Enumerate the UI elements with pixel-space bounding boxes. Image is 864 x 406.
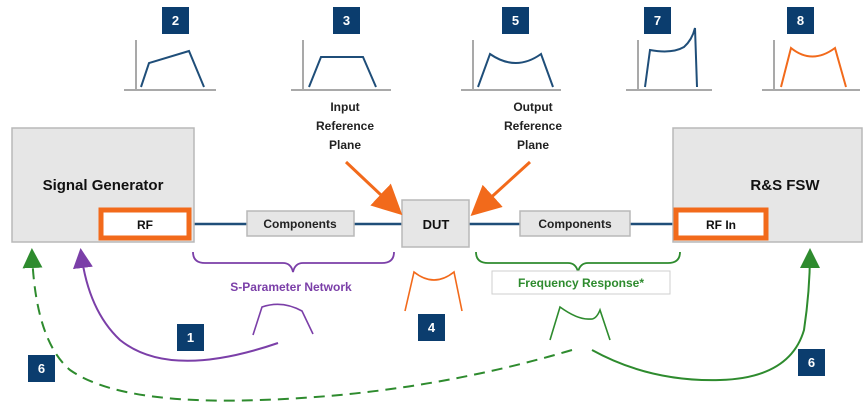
step-badge-6-left: 6 bbox=[28, 355, 55, 382]
svg-text:8: 8 bbox=[797, 13, 804, 28]
response-icon-5 bbox=[461, 40, 561, 91]
step-badge-5: 5 bbox=[502, 7, 529, 34]
svg-text:2: 2 bbox=[172, 13, 179, 28]
svg-text:6: 6 bbox=[38, 361, 45, 376]
components-right-label: Components bbox=[538, 217, 612, 231]
response-icon-8 bbox=[762, 40, 860, 91]
sparam-label: S-Parameter Network bbox=[230, 280, 352, 294]
step-badge-1: 1 bbox=[177, 324, 204, 351]
svg-text:3: 3 bbox=[343, 13, 350, 28]
frequency-response-bracket bbox=[475, 251, 681, 273]
step-6-solid-arrow bbox=[591, 248, 820, 382]
dut-response-curve bbox=[404, 270, 463, 312]
frequency-response-box bbox=[491, 270, 671, 295]
step-1-arrow bbox=[72, 248, 279, 362]
dut-box: DUT bbox=[401, 199, 470, 248]
rf-in-port-label: RF In bbox=[706, 218, 736, 232]
svg-text:Plane: Plane bbox=[329, 138, 361, 152]
response-icon-7 bbox=[626, 27, 712, 91]
analyzer-title: R&S FSW bbox=[750, 177, 820, 194]
output-plane-arrow bbox=[470, 160, 532, 217]
svg-text:6: 6 bbox=[808, 355, 815, 370]
step-badge-8: 8 bbox=[787, 7, 814, 34]
components-left-label: Components bbox=[263, 217, 337, 231]
signal-generator-title: Signal Generator bbox=[43, 177, 164, 194]
step-badge-7: 7 bbox=[644, 7, 671, 34]
analyzer-box: R&S FSW RF In bbox=[672, 127, 863, 243]
svg-text:Reference: Reference bbox=[504, 119, 562, 133]
svg-text:5: 5 bbox=[512, 13, 519, 28]
sparam-bracket bbox=[192, 251, 395, 273]
frequency-response-curve bbox=[549, 305, 611, 341]
sparam-response-curve bbox=[252, 303, 314, 336]
dut-label: DUT bbox=[423, 217, 450, 232]
step-badge-4: 4 bbox=[418, 314, 445, 341]
step-6-dashed-arrow bbox=[22, 248, 573, 402]
svg-text:7: 7 bbox=[654, 13, 661, 28]
components-right-box: Components bbox=[519, 210, 631, 237]
svg-text:Reference: Reference bbox=[316, 119, 374, 133]
components-left-box: Components bbox=[246, 210, 355, 237]
response-icon-3 bbox=[291, 40, 391, 91]
step-badge-2: 2 bbox=[162, 7, 189, 34]
signal-generator-box: Signal Generator RF bbox=[11, 127, 195, 243]
rf-in-port bbox=[673, 207, 769, 241]
input-reference-plane-label: Input Reference Plane bbox=[316, 100, 374, 152]
output-reference-plane-label: Output Reference Plane bbox=[504, 100, 562, 152]
step-badge-3: 3 bbox=[333, 7, 360, 34]
svg-text:4: 4 bbox=[428, 320, 436, 335]
svg-text:Output: Output bbox=[513, 100, 552, 114]
response-icon-2 bbox=[124, 40, 216, 91]
svg-text:1: 1 bbox=[187, 330, 194, 345]
frequency-response-label: Frequency Response* bbox=[518, 276, 644, 290]
step-badge-6-right: 6 bbox=[798, 349, 825, 376]
rf-port-label: RF bbox=[137, 218, 153, 232]
svg-text:Plane: Plane bbox=[517, 138, 549, 152]
rf-port bbox=[98, 207, 192, 241]
input-plane-arrow bbox=[344, 160, 403, 216]
svg-text:Input: Input bbox=[330, 100, 359, 114]
